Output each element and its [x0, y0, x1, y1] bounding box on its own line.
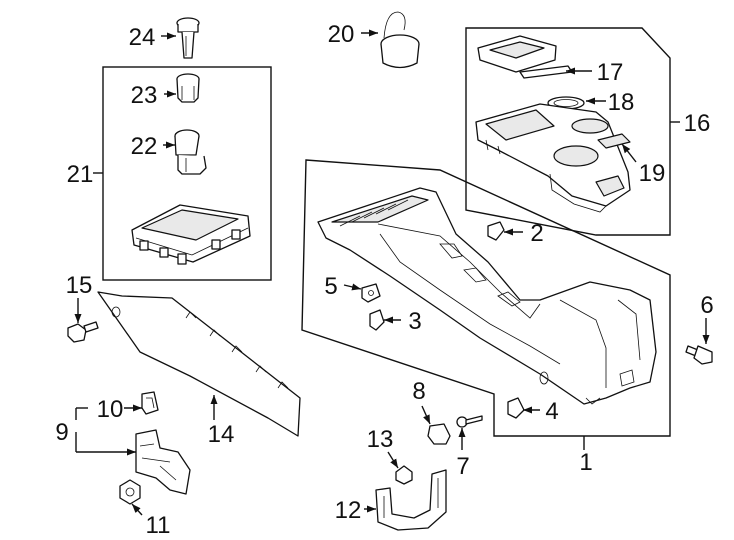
callout-10: 10 [97, 396, 124, 423]
part-7-screw [456, 415, 483, 428]
part-10-clip [141, 391, 159, 415]
part-4-clip [507, 397, 525, 419]
callout-4: 4 [545, 398, 558, 425]
part-13-nut [395, 465, 413, 485]
part-14-side-panel [97, 291, 301, 437]
part-11-nut [119, 479, 141, 505]
part-12-bracket [375, 469, 447, 531]
part-23-socket [176, 73, 200, 103]
callout-22: 22 [131, 133, 158, 160]
callout-11: 11 [146, 512, 171, 539]
callout-21: 21 [67, 161, 94, 188]
leader-13 [387, 451, 399, 469]
callout-15: 15 [66, 272, 93, 299]
part-16-bezel-assembly [475, 35, 631, 213]
callout-16: 16 [684, 110, 711, 137]
leader-lines [74, 29, 710, 516]
callout-5: 5 [324, 273, 337, 300]
part-3-clip [369, 309, 385, 331]
part-5-clip [361, 283, 381, 303]
part-2-clip [487, 221, 505, 241]
group-box-16 [465, 27, 671, 236]
group-box-1 [301, 159, 671, 437]
callout-1: 1 [579, 449, 592, 476]
part-22-socket [174, 129, 207, 175]
callout-20: 20 [328, 21, 355, 48]
part-15-bolt [67, 321, 99, 343]
part-8-cap [427, 423, 451, 445]
callout-14: 14 [208, 421, 235, 448]
callout-18: 18 [608, 89, 635, 116]
callout-23: 23 [131, 82, 158, 109]
callout-3: 3 [408, 308, 421, 335]
callout-13: 13 [367, 426, 394, 453]
part-24-push-pin [176, 17, 200, 59]
leader-11 [131, 503, 143, 516]
callout-17: 17 [597, 59, 624, 86]
callout-9: 9 [55, 419, 68, 446]
part-1-console-body [317, 187, 657, 405]
leader-8 [421, 405, 431, 425]
callout-7: 7 [456, 453, 469, 480]
callout-12: 12 [335, 497, 362, 524]
part-9-bracket [135, 429, 191, 495]
callout-2: 2 [530, 220, 543, 247]
leader-19 [621, 143, 637, 163]
callout-8: 8 [412, 378, 425, 405]
callout-6: 6 [700, 292, 713, 319]
part-21-storage-tray [131, 204, 251, 265]
part-20-cup-holder-insert [380, 11, 420, 69]
leader-5 [343, 283, 362, 291]
part-6-bolt [685, 345, 713, 365]
callout-19: 19 [639, 160, 666, 187]
callout-24: 24 [129, 24, 156, 51]
